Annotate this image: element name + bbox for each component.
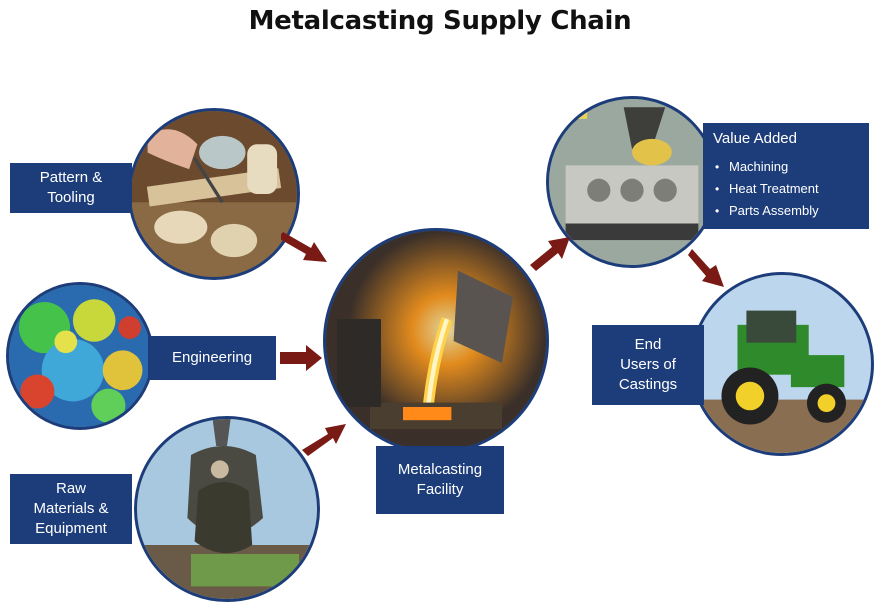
- diagram-title: Metalcasting Supply Chain: [248, 6, 632, 36]
- value-added-photo: [546, 96, 718, 268]
- value-added-title: Value Added: [713, 130, 797, 147]
- end-users-line-3: Castings: [618, 376, 678, 393]
- metalcasting-facility-label: Metalcasting Facility: [376, 446, 504, 514]
- raw-materials-line-2: Materials &: [33, 500, 109, 517]
- arrow-pattern-to-facility: [281, 232, 327, 262]
- pattern-tooling-line-2: Tooling: [47, 189, 95, 206]
- engineering-photo: [6, 282, 154, 430]
- end-users-line-1: End: [634, 336, 662, 353]
- pattern-tooling-label: Pattern & Tooling: [10, 163, 132, 213]
- arrow-raw-to-facility: [302, 424, 346, 456]
- value-added-item: Machining: [713, 156, 859, 178]
- end-users-label: End Users of Castings: [592, 325, 704, 405]
- pattern-tooling-line-1: Pattern &: [39, 169, 103, 186]
- value-added-item: Parts Assembly: [713, 200, 859, 222]
- raw-materials-line-3: Equipment: [35, 520, 107, 537]
- metalcasting-facility-line-1: Metalcasting: [397, 461, 483, 478]
- engineering-line-1: Engineering: [171, 349, 253, 366]
- value-added-box: Value Added Machining Heat Treatment Par…: [703, 123, 869, 229]
- end-users-line-2: Users of: [620, 356, 676, 373]
- value-added-item: Heat Treatment: [713, 178, 859, 200]
- metalcasting-facility-line-2: Facility: [416, 481, 464, 498]
- engineering-label: Engineering: [148, 336, 276, 380]
- arrow-value-added-to-end-users: [688, 249, 724, 287]
- pattern-tooling-photo: [128, 108, 300, 280]
- raw-materials-label: Raw Materials & Equipment: [10, 474, 132, 544]
- raw-materials-line-1: Raw: [55, 480, 86, 497]
- raw-materials-photo: [134, 416, 320, 602]
- arrow-engineering-to-facility: [280, 345, 322, 371]
- end-users-photo: [690, 272, 874, 456]
- arrow-facility-to-value-added: [530, 237, 570, 271]
- metalcasting-facility-photo: [323, 228, 549, 454]
- value-added-list: Machining Heat Treatment Parts Assembly: [713, 156, 859, 222]
